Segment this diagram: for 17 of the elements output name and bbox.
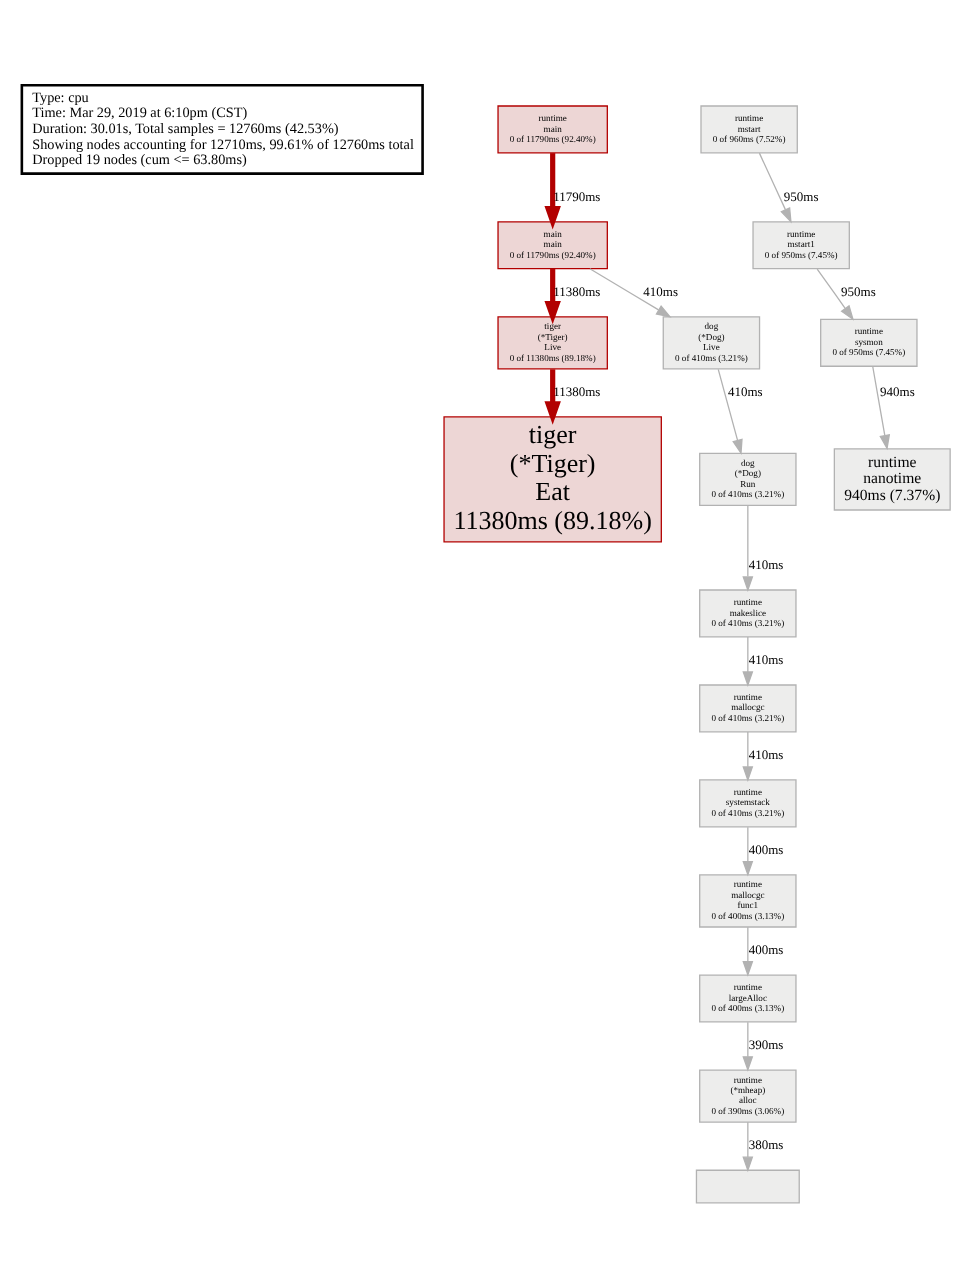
node-box: tiger (*Tiger) Eat 11380ms (89.18%) — [443, 416, 662, 543]
arrow — [872, 365, 891, 451]
arrow — [758, 152, 792, 224]
node-box — [695, 1169, 800, 1204]
arrow — [816, 268, 855, 321]
arrow — [717, 368, 743, 455]
arrow — [742, 826, 754, 877]
arrow — [544, 369, 561, 425]
arrow — [742, 505, 754, 592]
arrow — [742, 1021, 754, 1072]
arrow — [544, 269, 561, 325]
arrow — [742, 636, 754, 687]
arrow — [742, 926, 754, 977]
arrow — [742, 731, 754, 782]
arrow — [742, 1121, 754, 1173]
arrow — [589, 268, 672, 318]
arrow — [544, 153, 561, 230]
